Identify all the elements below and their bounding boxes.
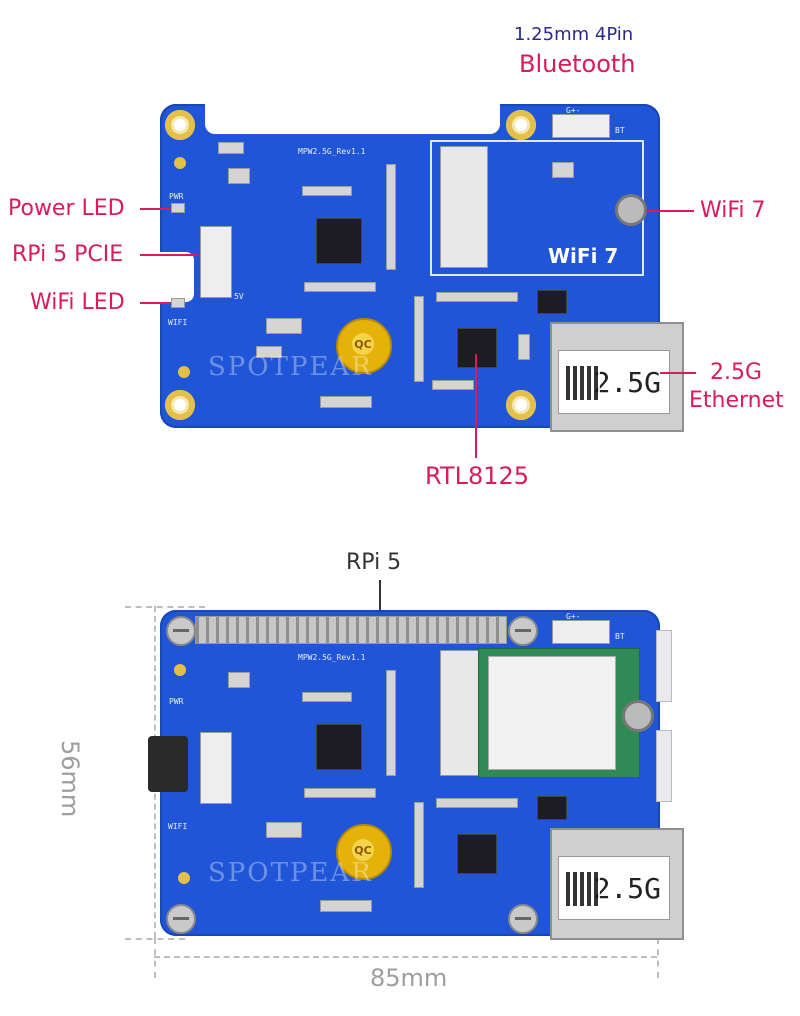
antenna-bracket — [656, 630, 672, 702]
rpi5-header-label: RPi 5 — [346, 550, 402, 575]
wifi-antenna-connector — [622, 700, 654, 732]
smd-component — [432, 380, 474, 390]
smd-component — [414, 296, 424, 382]
bt-silk-label: BT — [615, 632, 625, 641]
antenna-bracket — [656, 730, 672, 802]
smd-component — [228, 168, 250, 184]
bluetooth-callout: Bluetooth — [519, 50, 636, 78]
mount-screw — [166, 616, 196, 646]
pcie-ffc-connector — [200, 732, 232, 804]
watermark: SPOTPEAR — [208, 858, 373, 888]
rpi5-pcie-leader — [140, 254, 198, 256]
smd-component — [320, 396, 372, 408]
qr-code — [566, 366, 600, 400]
wifi-silk-label: WIFI — [168, 822, 188, 831]
wifi7-card-label — [488, 656, 616, 770]
wifi7-logo: WiFi 7 — [548, 244, 619, 268]
ethernet-callout-line2: Ethernet — [689, 388, 784, 413]
width-dimension-label: 85mm — [370, 964, 448, 992]
rpi5-gpio-header — [195, 616, 507, 644]
smd-component — [386, 670, 396, 776]
test-pad — [178, 872, 190, 884]
wifi-silk-label: WIFI — [168, 318, 188, 327]
smd-component — [552, 162, 574, 178]
mount-hole — [165, 390, 195, 420]
smd-component — [320, 900, 372, 912]
mount-screw — [508, 904, 538, 934]
bluetooth-spec-callout: 1.25mm 4Pin — [514, 24, 634, 45]
smd-component — [518, 334, 530, 360]
main-controller-chip — [316, 218, 362, 264]
rpi5-pcie-callout: RPi 5 PCIE — [12, 242, 124, 267]
pcie-ffc-connector — [200, 226, 232, 298]
test-pad — [178, 366, 190, 378]
mount-hole — [506, 110, 536, 140]
qc-sticker: QC — [336, 824, 392, 880]
wifi7-callout: WiFi 7 — [700, 198, 766, 223]
height-dimension-label: 56mm — [56, 740, 84, 818]
small-ic — [537, 290, 567, 314]
smd-component — [266, 318, 302, 334]
smd-component — [304, 788, 376, 798]
ethernet-label-text: 2.5G — [593, 871, 661, 905]
dimension-line-left-vertical — [154, 938, 156, 978]
pwr-silk-label: PWR — [169, 697, 184, 706]
m2-connector — [440, 146, 488, 268]
top-board-side-notch — [150, 252, 194, 302]
power-led-leader — [140, 208, 170, 210]
watermark: SPOTPEAR — [208, 352, 373, 382]
small-ic — [537, 796, 567, 820]
gplus-silk-label: G+- — [566, 612, 581, 621]
smd-component — [414, 802, 424, 888]
mount-hole — [165, 110, 195, 140]
ethernet-callout-line1: 2.5G — [710, 360, 763, 385]
gplus-silk-label: G+- — [566, 106, 581, 115]
top-board-notch — [205, 104, 500, 134]
rtl8125-chip — [457, 328, 497, 368]
smd-component — [386, 164, 396, 270]
pwr-silk-label: PWR — [169, 192, 184, 201]
smd-component — [436, 798, 518, 808]
smd-component — [302, 692, 352, 702]
dimension-line-right-vertical — [657, 938, 659, 978]
mount-hole — [506, 390, 536, 420]
power-led — [171, 203, 185, 213]
ffc-cable — [148, 736, 188, 792]
mount-screw — [166, 904, 196, 934]
test-pad — [174, 664, 186, 676]
wifi-led — [171, 298, 185, 308]
rtl8125-chip — [457, 834, 497, 874]
ethernet-leader — [660, 372, 696, 374]
bluetooth-connector — [552, 114, 610, 138]
rtl8125-leader — [475, 354, 477, 458]
smd-component — [228, 672, 250, 688]
smd-component — [304, 282, 376, 292]
bt-silk-label: BT — [615, 126, 625, 135]
smd-component — [302, 186, 352, 196]
board-silk-title: MPW2.5G_Rev1.1 — [298, 147, 366, 156]
bluetooth-connector — [552, 620, 610, 644]
qr-code — [566, 872, 600, 906]
ethernet-label-text: 2.5G — [593, 365, 661, 399]
smd-component — [256, 346, 282, 358]
rpi5-header-leader — [379, 580, 381, 628]
m2-connector — [440, 650, 482, 776]
test-pad — [174, 157, 186, 169]
smd-component — [218, 142, 244, 154]
wifi-led-leader — [140, 302, 170, 304]
power-led-callout: Power LED — [8, 196, 125, 221]
main-controller-chip — [316, 724, 362, 770]
qc-sticker: QC — [336, 318, 392, 374]
wifi-antenna-connector — [615, 194, 647, 226]
5v-silk-label: 5V — [234, 292, 244, 301]
board-silk-title: MPW2.5G_Rev1.1 — [298, 653, 366, 662]
mount-screw — [508, 616, 538, 646]
smd-component — [436, 292, 518, 302]
smd-component — [266, 822, 302, 838]
dimension-line-top — [125, 606, 205, 608]
wifi7-leader — [646, 210, 694, 212]
wifi-led-callout: WiFi LED — [30, 290, 125, 315]
rtl8125-callout: RTL8125 — [425, 462, 530, 490]
dimension-line-width — [154, 956, 657, 958]
